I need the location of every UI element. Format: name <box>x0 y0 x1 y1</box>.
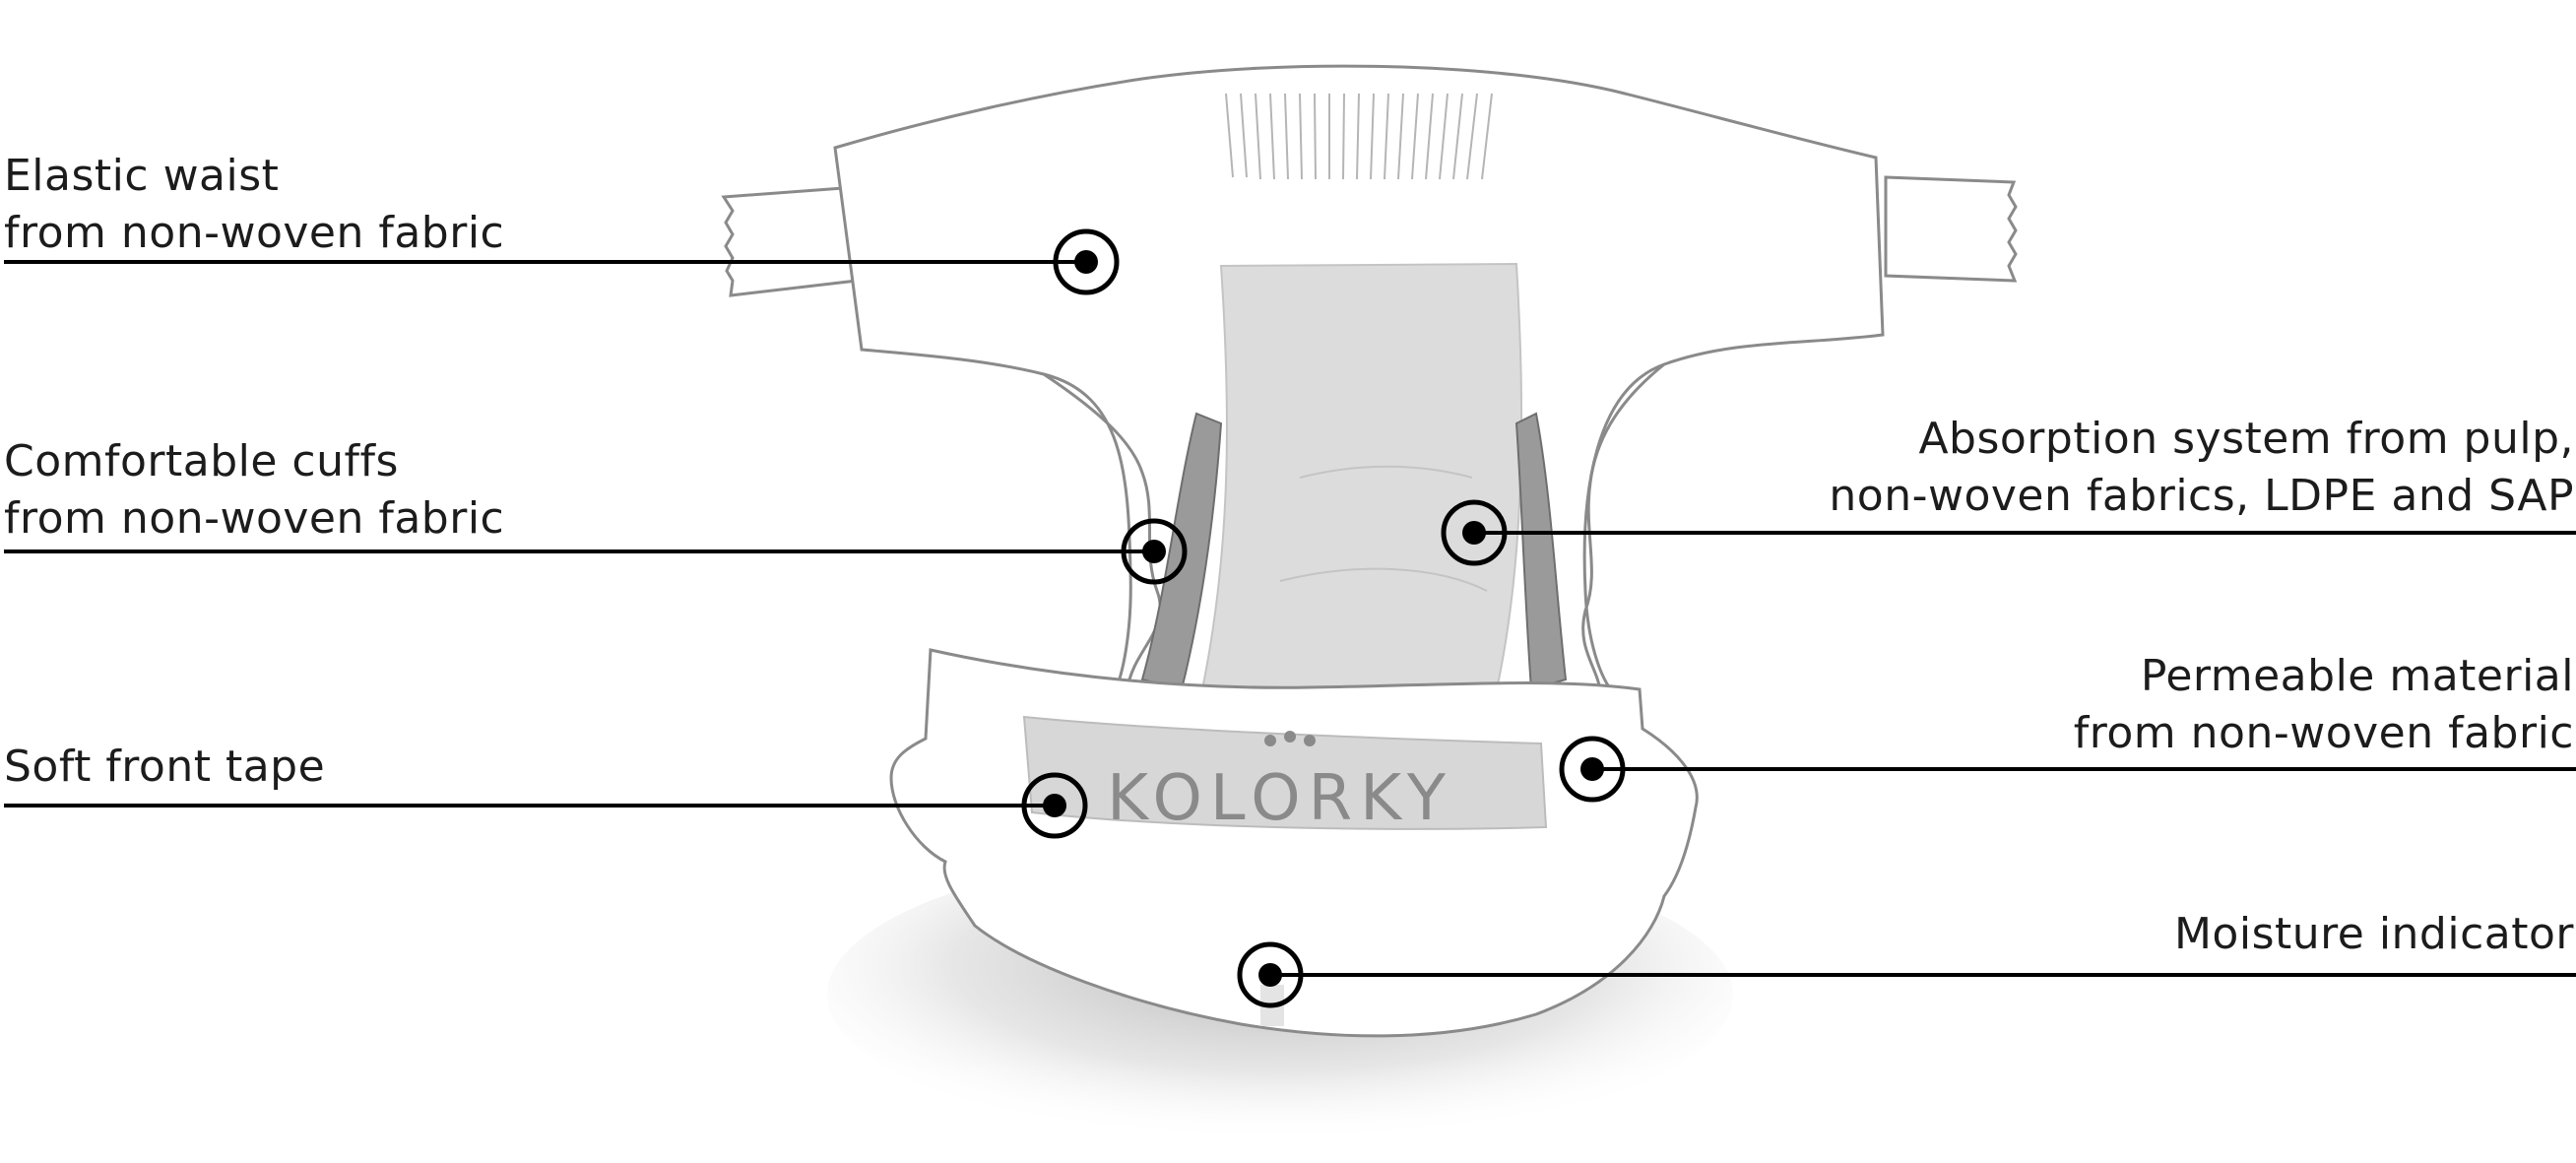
logo-dots <box>1264 731 1316 746</box>
waist-elastic-stripes <box>1225 93 1493 180</box>
marker-perm <box>1559 736 1626 803</box>
label-permeable-material-line2: from non-woven fabric <box>2073 708 2574 758</box>
left-side-tab <box>721 185 859 297</box>
label-absorption-system-line2: non-woven fabrics, LDPE and SAP <box>1829 471 2574 521</box>
label-absorption-system-line1: Absorption system from pulp, <box>1918 414 2574 464</box>
left-leg-edge <box>1043 372 1162 690</box>
brand-logo: KOLORKY <box>1107 762 1453 835</box>
core-contour-lines <box>1279 465 1488 592</box>
callout-markers <box>1021 228 1626 1008</box>
label-elastic-waist-line1: Elastic waist <box>4 151 280 201</box>
front-tape <box>1022 715 1548 830</box>
label-comfortable-cuffs-line1: Comfortable cuffs <box>4 436 399 486</box>
leader-lines <box>4 260 2576 977</box>
marker-absorb <box>1441 499 1508 566</box>
label-permeable-material-line1: Permeable material <box>2140 651 2574 701</box>
label-comfortable-cuffs: Comfortable cuffs from non-woven fabric <box>4 433 504 548</box>
right-side-tab <box>1884 175 2018 283</box>
callout-marker-dots <box>1043 250 1604 987</box>
marker-moist <box>1237 941 1304 1008</box>
marker-tape <box>1021 772 1088 839</box>
marker-waist <box>1053 228 1120 295</box>
label-moisture-indicator-line1: Moisture indicator <box>2173 909 2574 959</box>
marker-cuffs <box>1121 518 1188 585</box>
label-permeable-material: Permeable material from non-woven fabric <box>2074 648 2574 762</box>
label-elastic-waist: Elastic waist from non-woven fabric <box>4 148 504 262</box>
label-elastic-waist-line2: from non-woven fabric <box>4 208 505 258</box>
label-comfortable-cuffs-line2: from non-woven fabric <box>4 493 505 544</box>
label-moisture-indicator: Moisture indicator <box>2174 906 2574 963</box>
absorbent-core <box>1199 262 1523 696</box>
label-absorption-system: Absorption system from pulp, non-woven f… <box>1829 411 2574 525</box>
label-soft-front-tape-line1: Soft front tape <box>4 742 326 792</box>
label-soft-front-tape: Soft front tape <box>4 739 325 796</box>
